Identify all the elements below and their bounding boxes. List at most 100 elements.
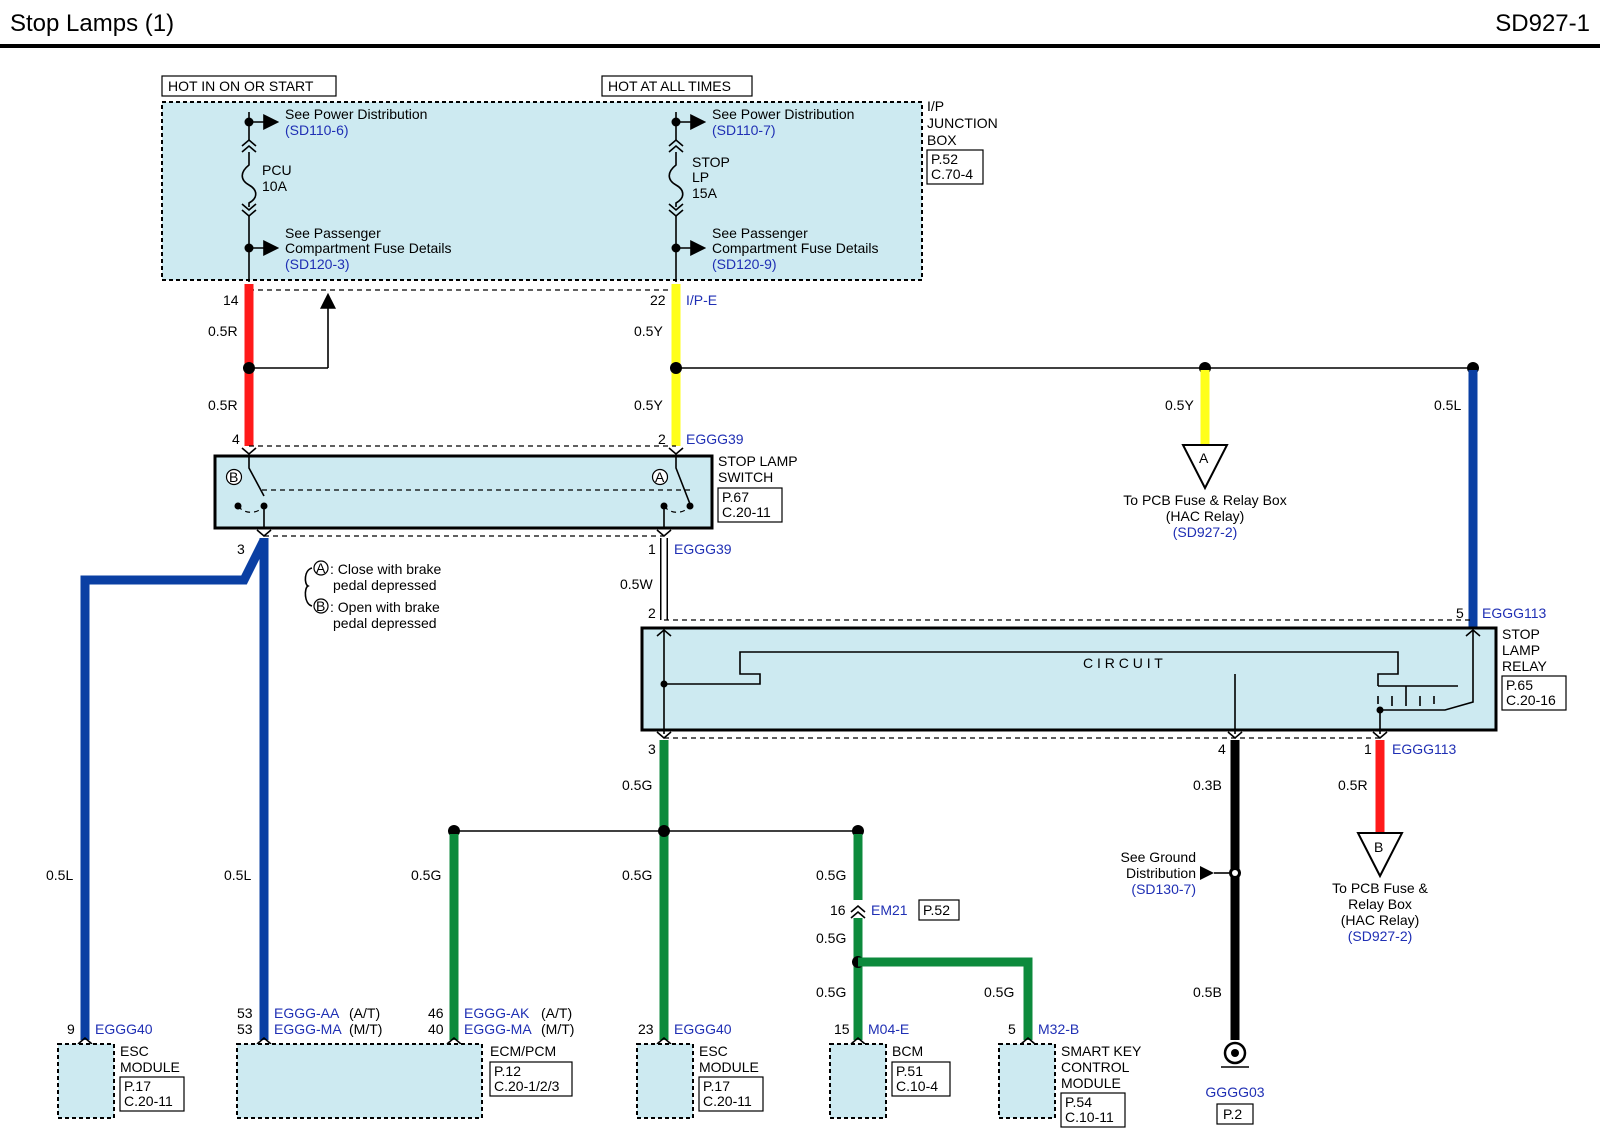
ecm-at2: (A/T) bbox=[541, 1005, 572, 1021]
wire-05l-1: 0.5L bbox=[46, 867, 73, 883]
switch-b-contact bbox=[248, 456, 265, 528]
esc-module-1-box bbox=[57, 1043, 115, 1119]
esc1-name-2: MODULE bbox=[120, 1059, 180, 1075]
bcm-ref-box bbox=[891, 1061, 951, 1097]
fuse-a-pass-ref: (SD120-3) bbox=[285, 256, 350, 272]
ecm-conn-a: EGGG-AA bbox=[274, 1005, 340, 1021]
wire-05y-c: 0.5Y bbox=[1165, 397, 1194, 413]
conn-eggg113-b: EGGG113 bbox=[1392, 741, 1457, 757]
ground-splice-inner bbox=[1232, 870, 1238, 876]
ecm-name: ECM/PCM bbox=[490, 1043, 556, 1059]
fuse-b-name-2: LP bbox=[692, 169, 709, 185]
legend-a-sym: A bbox=[316, 560, 326, 576]
switch-b-dot bbox=[260, 502, 268, 510]
esc2-pin: 23 bbox=[638, 1021, 654, 1037]
bcm-box bbox=[829, 1043, 887, 1119]
esc2-ref-box bbox=[698, 1076, 764, 1112]
fuse-a-icon bbox=[241, 152, 257, 207]
pin-16: 16 bbox=[830, 902, 846, 918]
ground-see-arrow bbox=[1200, 866, 1214, 880]
conn-eggg113-a: EGGG113 bbox=[1482, 605, 1547, 621]
fuse-a-see-pass-1: See Passenger bbox=[285, 225, 381, 241]
page-id: SD927-1 bbox=[1495, 10, 1590, 37]
wire-05r-a: 0.5R bbox=[208, 323, 238, 339]
ecm-pcm-box bbox=[236, 1043, 483, 1119]
switch-ref-box bbox=[717, 487, 783, 523]
esc-module-2-box bbox=[636, 1043, 694, 1119]
fuse-b-icon bbox=[668, 152, 684, 207]
ecm-chevrons bbox=[256, 1036, 462, 1045]
ecm-connector: C.20-1/2/3 bbox=[494, 1078, 560, 1094]
legend-b-circle bbox=[313, 598, 329, 614]
em21-page: P.52 bbox=[923, 902, 950, 918]
switch-name-2: SWITCH bbox=[718, 469, 773, 485]
relay-ref-box bbox=[1501, 675, 1567, 711]
fuse-a-power-ref: (SD110-6) bbox=[285, 122, 349, 138]
jbox-name-2: JUNCTION bbox=[927, 115, 998, 131]
hot-always-label: HOT AT ALL TIMES bbox=[608, 78, 731, 94]
connector-a-triangle bbox=[1181, 444, 1229, 491]
esc1-name-1: ESC bbox=[120, 1043, 149, 1059]
fuse-a-chevron-top bbox=[241, 138, 257, 153]
conn-eggg39-b: EGGG39 bbox=[674, 541, 732, 557]
switch-symbol-b-circle bbox=[225, 468, 243, 486]
fuse-b-name-1: STOP bbox=[692, 154, 730, 170]
wire-05g-d: 0.5G bbox=[816, 867, 846, 883]
esc1-conn: EGGG40 bbox=[95, 1021, 153, 1037]
connector-a-to-2: (HAC Relay) bbox=[1166, 508, 1245, 524]
switch-page: P.67 bbox=[722, 489, 749, 505]
fuse-b-see-pass-2: Compartment Fuse Details bbox=[712, 240, 879, 256]
pin-4: 4 bbox=[232, 431, 240, 447]
pin-3-switch: 3 bbox=[237, 541, 245, 557]
fuse-b-pass-ref: (SD120-9) bbox=[712, 256, 777, 272]
hot-run-tag bbox=[161, 75, 337, 97]
legend-a-2: pedal depressed bbox=[333, 577, 437, 593]
switch-a-dot bbox=[686, 502, 694, 510]
esc2-connector: C.20-11 bbox=[703, 1093, 752, 1109]
ground-terminal-dot bbox=[1231, 1049, 1239, 1057]
ecm-conn-b: EGGG-MA bbox=[274, 1021, 342, 1037]
switch-symbol-b: B bbox=[229, 469, 238, 485]
smartkey-connector: C.10-11 bbox=[1065, 1109, 1114, 1125]
ecm-ref-box bbox=[489, 1061, 573, 1097]
connector-a-to-1: To PCB Fuse & Relay Box bbox=[1123, 492, 1286, 508]
fuse-b-amp: 15A bbox=[692, 185, 718, 201]
smartkey-conn: M32-B bbox=[1038, 1021, 1079, 1037]
connector-b-ref: (SD927-2) bbox=[1348, 928, 1413, 944]
wire-05g-b: 0.5G bbox=[411, 867, 441, 883]
wire-05r-b: 0.5R bbox=[208, 397, 238, 413]
wire-05y-a: 0.5Y bbox=[634, 323, 663, 339]
switch-pin2-chevron bbox=[668, 447, 684, 456]
switch-symbol-a: A bbox=[655, 469, 665, 485]
connector-b-triangle bbox=[1356, 832, 1404, 879]
relay-name-2: LAMP bbox=[1502, 642, 1540, 658]
fuse-a-see-power: See Power Distribution bbox=[285, 106, 427, 122]
header-bar: Stop Lamps (1) SD927-1 bbox=[0, 0, 1600, 48]
fuse-b-see-power: See Power Distribution bbox=[712, 106, 854, 122]
green-node-main bbox=[658, 825, 670, 837]
stop-lamp-relay-box bbox=[640, 626, 1498, 732]
bcm-connector: C.10-4 bbox=[896, 1078, 938, 1094]
esc1-page: P.17 bbox=[124, 1078, 151, 1094]
bcm-page: P.51 bbox=[896, 1063, 923, 1079]
fuse-a-name: PCU bbox=[262, 162, 292, 178]
bcm-conn: M04-E bbox=[868, 1021, 909, 1037]
esc2-conn: EGGG40 bbox=[674, 1021, 732, 1037]
jbox-conn: C.70-4 bbox=[931, 166, 973, 182]
pin-2-relay: 2 bbox=[648, 605, 656, 621]
ecm-at: (A/T) bbox=[349, 1005, 380, 1021]
connector-b-to-1: To PCB Fuse & bbox=[1332, 880, 1428, 896]
jbox-name-1: I/P bbox=[927, 98, 944, 114]
connector-b-to-3: (HAC Relay) bbox=[1341, 912, 1420, 928]
pin-22: 22 bbox=[650, 292, 666, 308]
ecm-mt: (M/T) bbox=[349, 1021, 382, 1037]
switch-pin3-chevron bbox=[256, 529, 272, 538]
wire-blue-to-esc bbox=[80, 537, 269, 1040]
pin-2: 2 bbox=[658, 431, 666, 447]
wire-05y-b: 0.5Y bbox=[634, 397, 663, 413]
ecm-pin-b: 53 bbox=[237, 1021, 253, 1037]
conn-em21: EM21 bbox=[871, 902, 908, 918]
ground-ref-box bbox=[1216, 1103, 1254, 1125]
wire-05r-c: 0.5R bbox=[1338, 777, 1368, 793]
